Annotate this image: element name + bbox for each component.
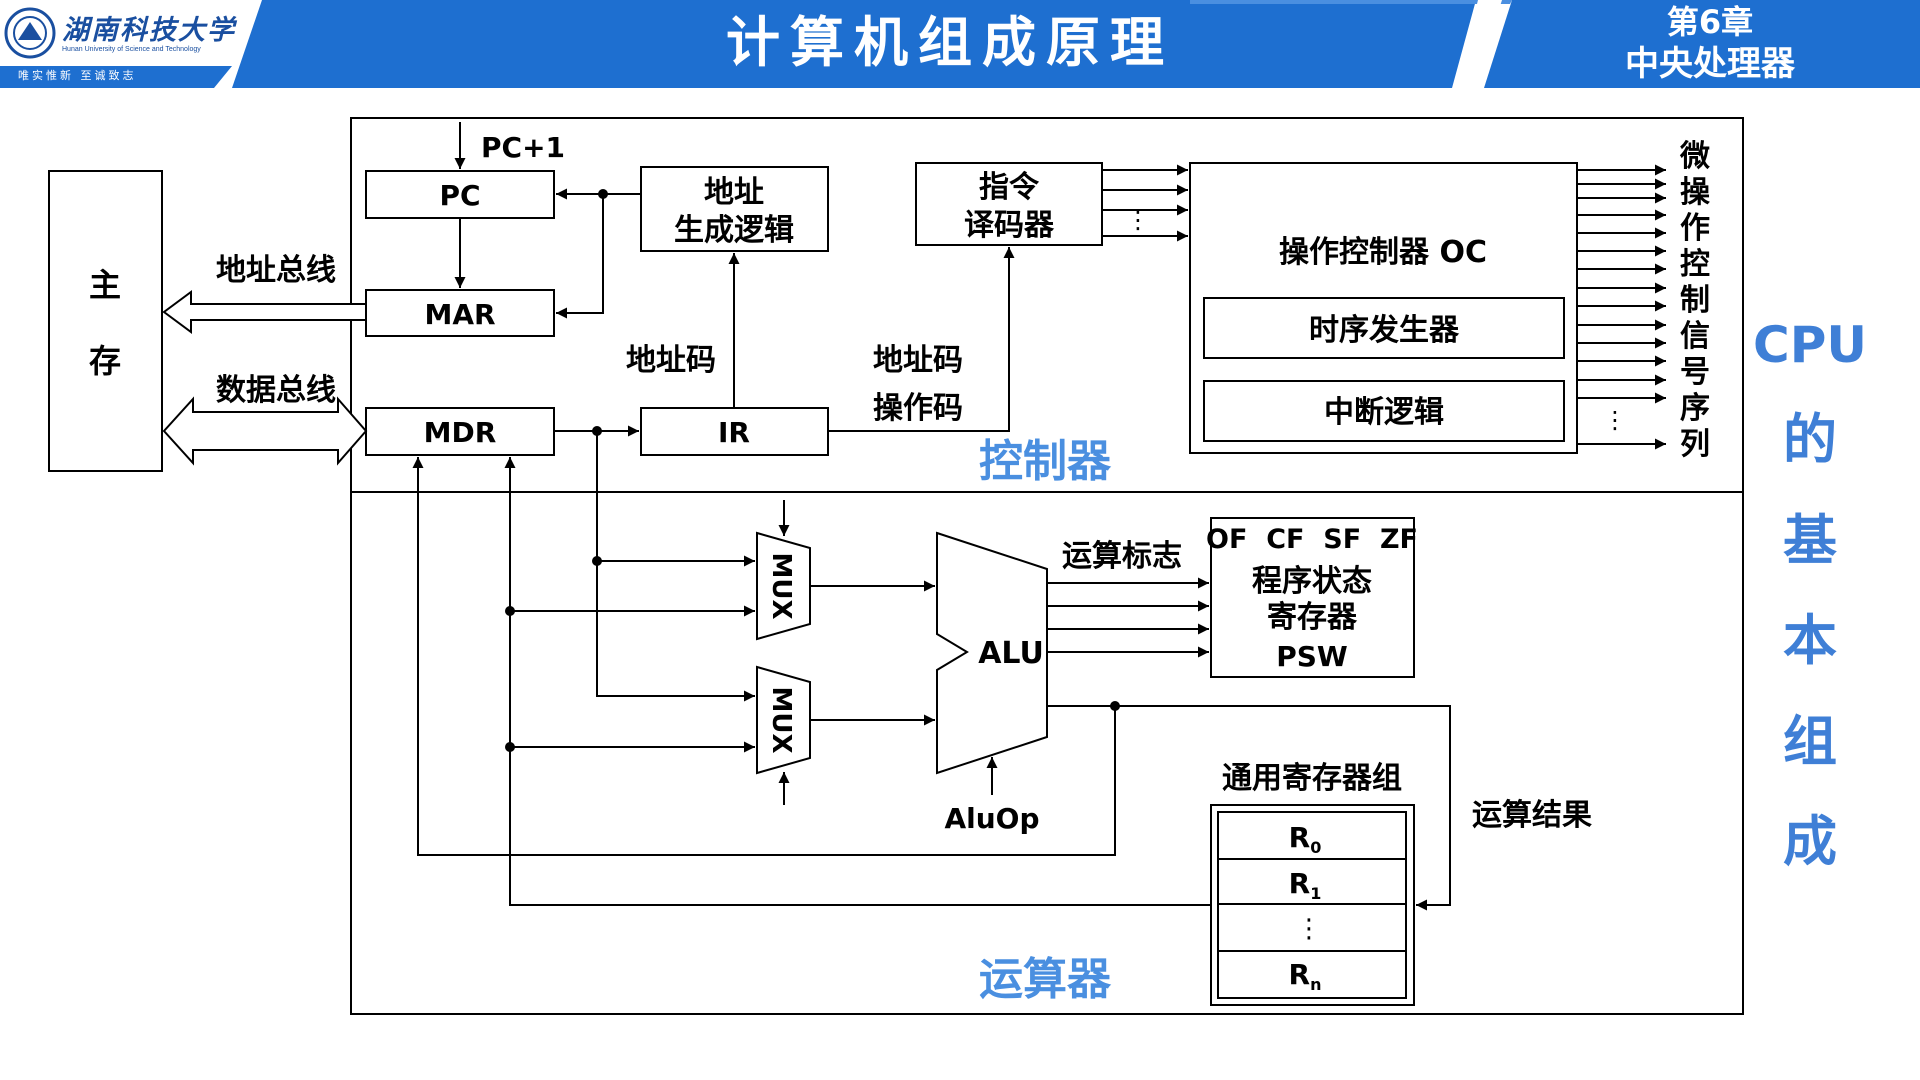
banner-top-accent [1190, 0, 1512, 4]
side-title-char: 本 [1783, 609, 1837, 672]
mux-top [756, 531, 811, 641]
junction-dot [592, 426, 602, 436]
decoder-vdots: ⋮ [1126, 206, 1150, 234]
junction-dot [1110, 701, 1120, 711]
mux-top-label: MUX [766, 552, 796, 619]
side-title-char: 组 [1783, 709, 1837, 773]
addr-gen-label: 生成逻辑 [674, 213, 794, 248]
micro-op-sequence-label: 微 操 作 控 制 信 号 序 列 [1679, 139, 1711, 462]
micro-op-char: 信 [1680, 319, 1710, 354]
decoder-label: 译码器 [964, 208, 1055, 243]
gpr-rn: Rn [1289, 958, 1322, 994]
addr-code-label: 地址码 [873, 343, 963, 378]
alu-label: ALU [978, 636, 1044, 671]
addr-gen-label: 地址 [704, 175, 764, 210]
banner-main [232, 0, 1476, 88]
interrupt-box [1203, 380, 1565, 442]
gpr-r1: R1 [1289, 867, 1322, 903]
gpr-to-mux [509, 605, 1211, 906]
mar-label: MAR [424, 298, 495, 331]
aluop-label: AluOp [944, 802, 1039, 835]
alu-unit-label: 运算器 [979, 954, 1112, 1005]
junction-dot [505, 742, 515, 752]
micro-op-char: 号 [1680, 355, 1710, 390]
ir-to-decoder [828, 247, 1015, 432]
mux-bottom [756, 665, 811, 775]
psw-name: 程序状态 [1252, 564, 1372, 599]
micro-op-char: 序 [1680, 391, 1710, 426]
timing-label: 时序发生器 [1309, 313, 1460, 348]
gpr-vdots: ⋮ [1296, 914, 1322, 944]
gpr-r0: R0 [1289, 821, 1322, 857]
main-memory-label: 存 [89, 342, 121, 380]
pc-label: PC [439, 179, 480, 212]
psw-flags: OF CF SF ZF [1206, 524, 1418, 555]
pc-inc-label: PC+1 [481, 131, 565, 164]
interrupt-label: 中断逻辑 [1324, 395, 1444, 430]
mdr-to-mux-b [596, 561, 755, 702]
micro-op-vdots: ⋮ [1603, 406, 1627, 434]
mux-bottom-label: MUX [766, 686, 796, 753]
controller-label: 控制器 [979, 436, 1112, 487]
chapter-name: 中央处理器 [1625, 44, 1795, 84]
side-title-char: 的 [1783, 408, 1837, 471]
timing-box [1203, 297, 1565, 359]
mdr-label: MDR [424, 416, 497, 449]
micro-op-char: 制 [1680, 283, 1710, 318]
banner-right [1484, 0, 1920, 88]
result-label: 运算结果 [1472, 798, 1592, 833]
micro-op-char: 操 [1680, 175, 1711, 210]
side-title-char: 基 [1783, 508, 1837, 572]
psw-box [1210, 517, 1415, 678]
decoder-box [915, 162, 1103, 246]
alu-unit-frame [350, 491, 1744, 1015]
micro-op-char: 作 [1680, 211, 1710, 246]
junction-dot [592, 556, 602, 566]
main-memory-label: 主 [89, 266, 121, 304]
addrgen-to-mar [556, 194, 604, 319]
main-memory-box [48, 170, 163, 472]
university-name: 湖南科技大学 [62, 15, 236, 46]
junction-dot [598, 189, 608, 199]
addr-code-label: 地址码 [626, 343, 716, 378]
side-title: CPU 的 基 本 组 成 [1740, 300, 1880, 893]
junction-dot [505, 606, 515, 616]
side-title-cpu: CPU [1753, 316, 1867, 374]
alu-shape [936, 531, 1048, 775]
decoder-label: 指令 [979, 170, 1040, 205]
gpr-title: 通用寄存器组 [1222, 761, 1402, 796]
result-to-mdr [412, 457, 1116, 856]
micro-op-char: 微 [1679, 139, 1710, 174]
side-title-char: 成 [1783, 810, 1837, 873]
address-bus-label: 地址总线 [216, 253, 336, 288]
address-bus-arrow [162, 290, 367, 334]
oc-box [1189, 162, 1578, 454]
micro-op-char: 控 [1680, 247, 1710, 282]
oc-label: 操作控制器 OC [1279, 235, 1487, 270]
banner-left-strip [0, 66, 232, 88]
university-motto: 唯实惟新 至诚致志 [18, 69, 137, 82]
data-bus-label: 数据总线 [216, 373, 336, 408]
micro-op-char: 列 [1680, 427, 1710, 462]
data-bus-arrow [162, 396, 368, 466]
university-logo-icon [4, 7, 56, 59]
flags-label: 运算标志 [1062, 539, 1182, 574]
course-title: 计算机组成原理 [726, 11, 1174, 74]
psw-name: 寄存器 [1267, 600, 1358, 635]
mdr-to-mux-a [596, 431, 755, 567]
university-name-en: Hunan University of Science and Technolo… [62, 46, 201, 53]
opcode-label: 操作码 [873, 391, 963, 426]
header-banner [0, 0, 1920, 88]
alu-result-to-gpr [1047, 705, 1451, 911]
ir-label: IR [718, 416, 750, 449]
addr-gen-box [640, 166, 829, 252]
psw-label: PSW [1276, 640, 1348, 673]
banner-divider [1456, 0, 1502, 88]
chapter-number: 第6章 [1666, 3, 1754, 41]
